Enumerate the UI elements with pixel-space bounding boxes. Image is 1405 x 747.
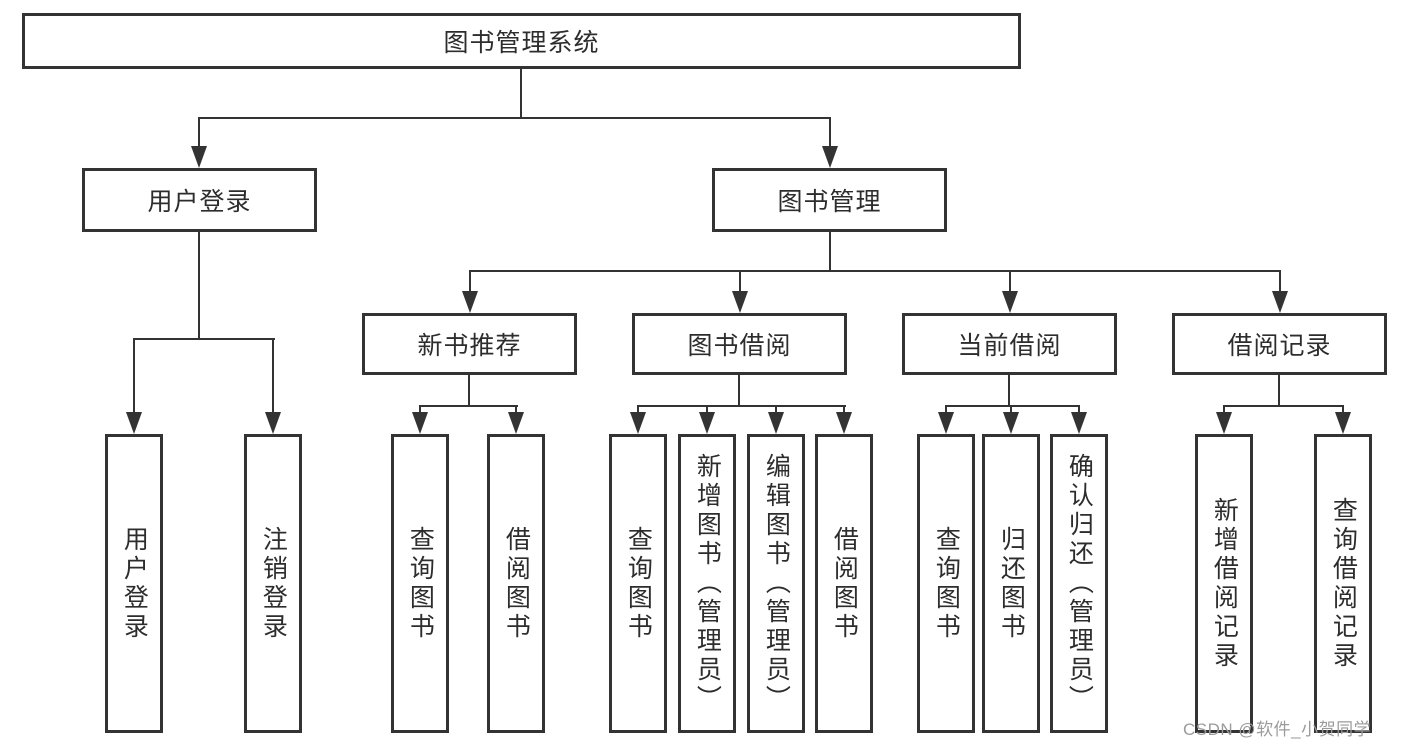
leaf-label: 归还图书 <box>997 525 1026 642</box>
arrow-down-icon <box>836 412 852 434</box>
arrow-down-icon <box>732 291 748 313</box>
leaf-current-return-books: 归还图书 <box>982 434 1040 733</box>
arrow-down-icon <box>822 146 838 168</box>
arrow-down-icon <box>265 412 281 434</box>
connector-vline <box>1278 375 1280 406</box>
connector-vline <box>133 338 135 414</box>
arrow-down-icon <box>508 412 524 434</box>
connector-vline <box>1008 375 1010 406</box>
node-label: 图书管理 <box>777 188 882 216</box>
connector-vline <box>1342 405 1344 414</box>
arrow-down-icon <box>1272 291 1288 313</box>
connector-hline <box>419 405 518 407</box>
connector-vline <box>829 232 831 270</box>
connector-hline <box>469 270 1281 272</box>
arrow-down-icon <box>1003 412 1019 434</box>
leaf-label: 借阅图书 <box>502 525 531 642</box>
connector-vline <box>520 69 522 117</box>
arrow-down-icon <box>1002 291 1018 313</box>
connector-vline <box>1010 405 1012 414</box>
leaf-label: 查询图书 <box>406 525 435 642</box>
leaf-user-login: 用户登录 <box>105 434 163 733</box>
connector-vline <box>272 338 274 414</box>
arrow-down-icon <box>126 412 142 434</box>
connector-vline <box>515 405 517 414</box>
leaf-current-confirm-return-admin: 确认归还（管理员） <box>1050 434 1108 733</box>
leaf-borrowing-add-books-admin: 新增图书（管理员） <box>678 434 736 733</box>
connector-vline <box>738 375 740 406</box>
arrow-down-icon <box>191 146 207 168</box>
watermark-text: CSDN @软件_小贺同学 <box>1183 720 1372 739</box>
leaf-label: 用户登录 <box>120 525 149 642</box>
leaf-recommend-query-books: 查询图书 <box>391 434 449 733</box>
node-root: 图书管理系统 <box>22 13 1021 69</box>
arrow-down-icon <box>1335 412 1351 434</box>
connector-hline <box>198 117 831 119</box>
leaf-label: 借阅图书 <box>830 525 859 642</box>
leaf-label: 新增图书（管理员） <box>693 453 722 714</box>
arrow-down-icon <box>630 412 646 434</box>
leaf-label: 注销登录 <box>259 525 288 642</box>
connector-vline <box>1009 270 1011 292</box>
node-new-book-recommend: 新书推荐 <box>362 313 577 375</box>
node-root-label: 图书管理系统 <box>443 29 600 57</box>
leaf-borrowing-query-books: 查询图书 <box>609 434 667 733</box>
node-label: 图书借阅 <box>687 332 792 360</box>
leaf-recommend-borrow-books: 借阅图书 <box>487 434 545 733</box>
node-book-borrowing: 图书借阅 <box>632 313 847 375</box>
arrow-down-icon <box>462 291 478 313</box>
node-label: 当前借阅 <box>957 332 1062 360</box>
leaf-label: 新增借阅记录 <box>1210 496 1239 671</box>
node-label: 借阅记录 <box>1227 332 1332 360</box>
leaf-current-query-books: 查询图书 <box>917 434 975 733</box>
connector-vline <box>775 405 777 414</box>
connector-hline <box>945 405 1080 407</box>
node-current-borrowing: 当前借阅 <box>902 313 1117 375</box>
leaf-records-add-record: 新增借阅记录 <box>1195 434 1253 733</box>
connector-vline <box>198 117 200 148</box>
connector-hline <box>1223 405 1344 407</box>
leaf-logout: 注销登录 <box>244 434 302 733</box>
connector-hline <box>637 405 846 407</box>
leaf-label: 编辑图书（管理员） <box>762 453 791 714</box>
connector-vline <box>198 232 200 338</box>
connector-vline <box>637 405 639 414</box>
connector-vline <box>829 117 831 148</box>
leaf-label: 查询图书 <box>932 525 961 642</box>
node-book-management: 图书管理 <box>712 168 947 232</box>
node-label: 新书推荐 <box>417 332 522 360</box>
arrow-down-icon <box>938 412 954 434</box>
node-borrowing-records: 借阅记录 <box>1172 313 1387 375</box>
arrow-down-icon <box>1216 412 1232 434</box>
leaf-label: 查询图书 <box>624 525 653 642</box>
connector-vline <box>1078 405 1080 414</box>
node-label: 用户登录 <box>147 188 252 216</box>
connector-vline <box>1279 270 1281 292</box>
connector-hline <box>133 338 275 340</box>
arrow-down-icon <box>412 412 428 434</box>
node-user-login: 用户登录 <box>82 168 317 232</box>
leaf-records-query-record: 查询借阅记录 <box>1314 434 1372 733</box>
leaf-borrowing-borrow-books: 借阅图书 <box>815 434 873 733</box>
connector-vline <box>468 375 470 406</box>
connector-vline <box>419 405 421 414</box>
connector-vline <box>1223 405 1225 414</box>
connector-vline <box>706 405 708 414</box>
arrow-down-icon <box>1071 412 1087 434</box>
leaf-label: 确认归还（管理员） <box>1065 453 1094 714</box>
leaf-borrowing-edit-books-admin: 编辑图书（管理员） <box>747 434 805 733</box>
connector-vline <box>469 270 471 292</box>
leaf-label: 查询借阅记录 <box>1329 496 1358 671</box>
connector-vline <box>945 405 947 414</box>
arrow-down-icon <box>699 412 715 434</box>
arrow-down-icon <box>768 412 784 434</box>
connector-vline <box>843 405 845 414</box>
connector-vline <box>739 270 741 292</box>
